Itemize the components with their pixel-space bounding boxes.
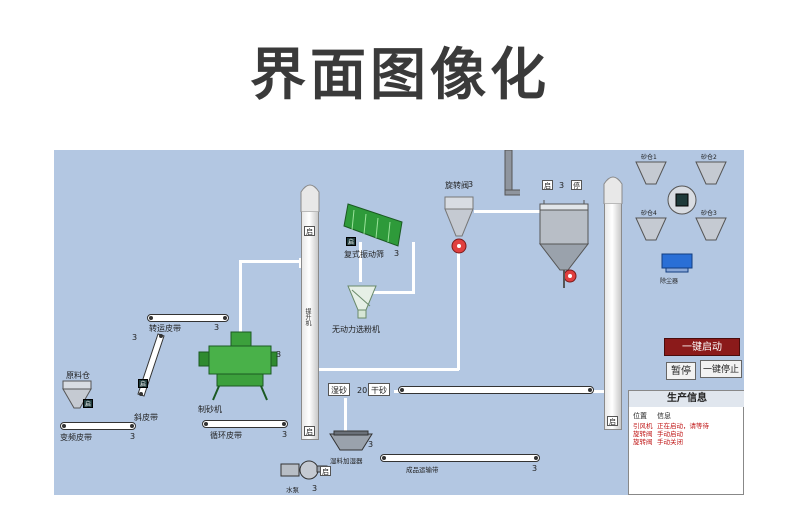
elevator-left-bottom-indicator[interactable]: 启 <box>304 426 315 436</box>
circulate-belt <box>202 420 288 428</box>
main-conveyor <box>398 386 594 394</box>
raw-bin-icon <box>62 380 92 409</box>
pipe-left-vertical <box>239 260 242 340</box>
finished-belt <box>380 454 540 462</box>
dust-collector-tank-icon <box>538 200 590 288</box>
pipe-elevator-left-top <box>299 258 302 268</box>
pipe-screen-to-separator <box>359 242 362 282</box>
feed-belt-count: 3 <box>130 432 136 441</box>
pipe-top-horizontal <box>239 260 304 263</box>
pipe-separator-to-valve <box>412 242 415 294</box>
scada-diagram: 启 提升机 启 启 启 复式振动筛 3 无动力选粉机 旋转阀 3 启 3 停 <box>54 150 744 495</box>
elevator-right-head-icon <box>603 176 623 204</box>
transfer-belt-label: 转运皮带 <box>149 324 181 333</box>
compound-screen-icon <box>343 203 403 247</box>
page-title: 界面图像化 <box>250 43 550 108</box>
feed-belt <box>60 422 136 430</box>
silo3-label: 砂仓3 <box>701 210 717 217</box>
finished-belt-count: 3 <box>532 464 538 473</box>
circulate-belt-count: 3 <box>282 430 288 439</box>
silo2-label: 砂仓2 <box>701 154 717 161</box>
one-key-start-button[interactable]: 一键启动 <box>664 338 740 356</box>
sand-maker-icon <box>198 331 278 401</box>
info-row-position: 引风机 <box>633 422 653 430</box>
silo4-label: 砂仓4 <box>641 210 657 217</box>
rotary-valve-count: 3 <box>468 180 474 189</box>
info-row-position: 旋转阀 <box>633 438 653 446</box>
dust-collector-icon <box>661 253 693 273</box>
incline-belt-start-button[interactable]: 启 <box>138 379 148 388</box>
circulate-belt-label: 循环皮带 <box>210 431 242 440</box>
elevator-right <box>604 200 622 430</box>
water-pump-count: 3 <box>312 484 318 493</box>
finished-belt-label: 成品运输带 <box>406 466 439 474</box>
compound-screen-count: 3 <box>394 249 400 258</box>
info-row-info: 手动启动 <box>657 430 683 438</box>
pause-button[interactable]: 暂停 <box>666 362 696 380</box>
compound-screen-label: 复式振动筛 <box>344 250 384 259</box>
one-key-stop-button[interactable]: 一键停止 <box>700 360 742 378</box>
cyclone-icon <box>444 196 474 254</box>
elevator-left-head-icon <box>300 184 320 212</box>
dust-collector-label: 除尘器 <box>660 278 679 285</box>
pipe-wet-to-humidifier <box>344 398 347 433</box>
sand-maker-count: 3 <box>276 350 282 359</box>
production-info-panel: 生产信息 位置 信息 引风机 正在启动，请等待 旋转阀 手动启动 旋转阀 手动关… <box>628 390 744 495</box>
incline-belt-label: 斜皮带 <box>134 413 158 422</box>
exhaust-pipe-icon <box>504 150 520 196</box>
elevator-right-bottom-indicator[interactable]: 启 <box>607 416 618 426</box>
incline-belt-count-top: 3 <box>132 333 138 342</box>
powder-separator-label: 无动力选粉机 <box>332 325 380 334</box>
elevator-left-start-button[interactable]: 启 <box>304 226 315 236</box>
info-col-info: 信息 <box>657 412 671 420</box>
humidifier-icon <box>329 430 373 451</box>
rotary-valve-label: 旋转阀 <box>445 181 469 190</box>
info-col-position: 位置 <box>633 412 647 420</box>
compound-screen-start-button[interactable]: 启 <box>346 237 356 246</box>
raw-bin-start-button[interactable]: 启 <box>83 399 93 408</box>
sand-ratio-value: 20 <box>357 386 368 395</box>
raw-bin-label: 原料仓 <box>66 371 90 380</box>
powder-separator-icon <box>347 285 377 319</box>
pipe-separator-horizontal <box>372 291 415 294</box>
wet-sand-box[interactable]: 湿砂 <box>328 383 350 396</box>
info-row-info: 正在启动，请等待 <box>657 422 709 430</box>
transfer-belt-count: 3 <box>214 323 220 332</box>
sand-maker-label: 制砂机 <box>198 405 222 414</box>
production-info-title: 生产信息 <box>629 391 744 407</box>
info-row-info: 手动关闭 <box>657 438 683 446</box>
dry-sand-box[interactable]: 干砂 <box>368 383 390 396</box>
silo1-label: 砂仓1 <box>641 154 657 161</box>
sand-silos-icon <box>635 161 727 241</box>
dust-tank-start-button[interactable]: 启 <box>542 180 553 190</box>
pipe-valve-top <box>474 210 584 213</box>
elevator-left-label: 提升机 <box>304 308 311 326</box>
dust-tank-count: 3 <box>559 181 565 190</box>
humidifier-count: 3 <box>368 440 374 449</box>
dust-tank-stop-button[interactable]: 停 <box>571 180 582 190</box>
info-row-position: 旋转阀 <box>633 430 653 438</box>
incline-belt-icon <box>137 333 165 397</box>
pipe-return-horizontal <box>319 368 459 371</box>
water-pump-start-button[interactable]: 启 <box>320 466 331 476</box>
feed-belt-label: 变频皮带 <box>60 433 92 442</box>
pipe-valve-down <box>457 250 460 370</box>
water-pump-label: 水泵 <box>286 486 299 494</box>
humidifier-label: 湿料加湿器 <box>330 457 363 465</box>
transfer-belt <box>147 314 229 322</box>
